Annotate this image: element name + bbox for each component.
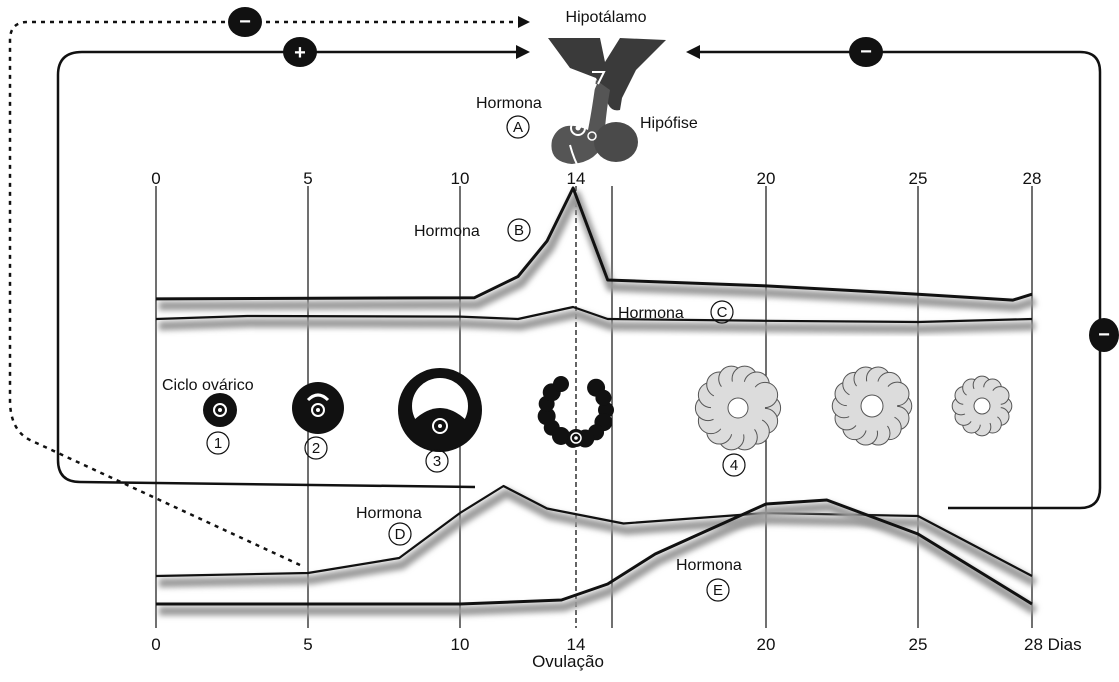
top-tick-25: 25	[909, 169, 928, 188]
minus-badge-top-left: −	[228, 7, 262, 37]
top-tick-5: 5	[303, 169, 312, 188]
curve-hormona-b	[156, 188, 1032, 300]
svg-text:B: B	[514, 222, 524, 239]
ovarian-cycle-label: Ciclo ovárico	[162, 377, 254, 394]
positive-arrow-head	[516, 45, 530, 59]
pituitary-gland	[594, 122, 638, 162]
svg-text:Hormona: Hormona	[414, 223, 480, 240]
svg-text:4: 4	[730, 457, 738, 474]
svg-text:E: E	[713, 582, 723, 599]
minus-badge-right-side: −	[1089, 318, 1119, 352]
right-arrow-head	[686, 45, 700, 59]
bottom-tick-5: 25	[909, 635, 928, 654]
dotted-arrow-head	[518, 16, 530, 28]
svg-text:Hormona: Hormona	[676, 557, 742, 574]
svg-text:−: −	[1098, 324, 1110, 346]
top-tick-10: 10	[451, 169, 470, 188]
hormone-e-label: Hormona E	[676, 557, 742, 601]
svg-text:+: +	[294, 42, 306, 64]
top-day-ticks: 0 5 10 14 20 25 28	[151, 169, 1041, 188]
corpus-luteum-late	[952, 376, 1012, 436]
corpus-luteum-early	[695, 366, 780, 450]
bottom-tick-1: 5	[303, 635, 312, 654]
top-tick-28: 28	[1023, 169, 1042, 188]
svg-text:1: 1	[214, 435, 222, 452]
follicle-stage-1	[203, 393, 237, 427]
svg-text:Hormona: Hormona	[618, 305, 684, 322]
stage-number-1: 1	[207, 432, 229, 454]
bottom-tick-6: 28 Dias	[1024, 635, 1082, 654]
svg-text:Hormona: Hormona	[476, 95, 542, 112]
feedback-signs: − + − −	[228, 7, 1119, 352]
pituitary-label: Hipófise	[640, 115, 698, 132]
hypothalamus-label: Hipotálamo	[566, 9, 647, 26]
ovulation-label: Ovulação	[532, 652, 604, 671]
plus-badge-top: +	[283, 37, 317, 67]
hormone-c-label: Hormona C	[618, 301, 733, 323]
hormone-a-label: Hormona A	[476, 95, 542, 138]
svg-text:Hormona: Hormona	[356, 505, 422, 522]
hormone-d-label: Hormona D	[356, 505, 422, 545]
minus-badge-top-right: −	[849, 37, 883, 67]
svg-text:A: A	[513, 119, 523, 136]
follicle-stage-2	[292, 382, 344, 434]
hypothalamus-pituitary-illustration	[548, 38, 666, 170]
feedback-loops	[10, 16, 1100, 565]
svg-text:C: C	[717, 304, 728, 321]
stage-number-3: 3	[426, 450, 448, 472]
svg-text:−: −	[860, 41, 872, 63]
bottom-tick-0: 0	[151, 635, 160, 654]
top-tick-20: 20	[757, 169, 776, 188]
top-tick-0: 0	[151, 169, 160, 188]
svg-text:D: D	[395, 526, 406, 543]
corpus-luteum-mid	[832, 367, 912, 445]
svg-text:−: −	[239, 11, 251, 33]
follicle-stage-3	[398, 368, 482, 452]
bottom-tick-2: 10	[451, 635, 470, 654]
top-tick-14: 14	[567, 169, 586, 188]
bottom-tick-4: 20	[757, 635, 776, 654]
svg-text:3: 3	[433, 453, 441, 470]
svg-text:2: 2	[312, 440, 320, 457]
stage-number-4: 4	[723, 454, 745, 476]
hormone-b-label: Hormona B	[414, 219, 530, 241]
